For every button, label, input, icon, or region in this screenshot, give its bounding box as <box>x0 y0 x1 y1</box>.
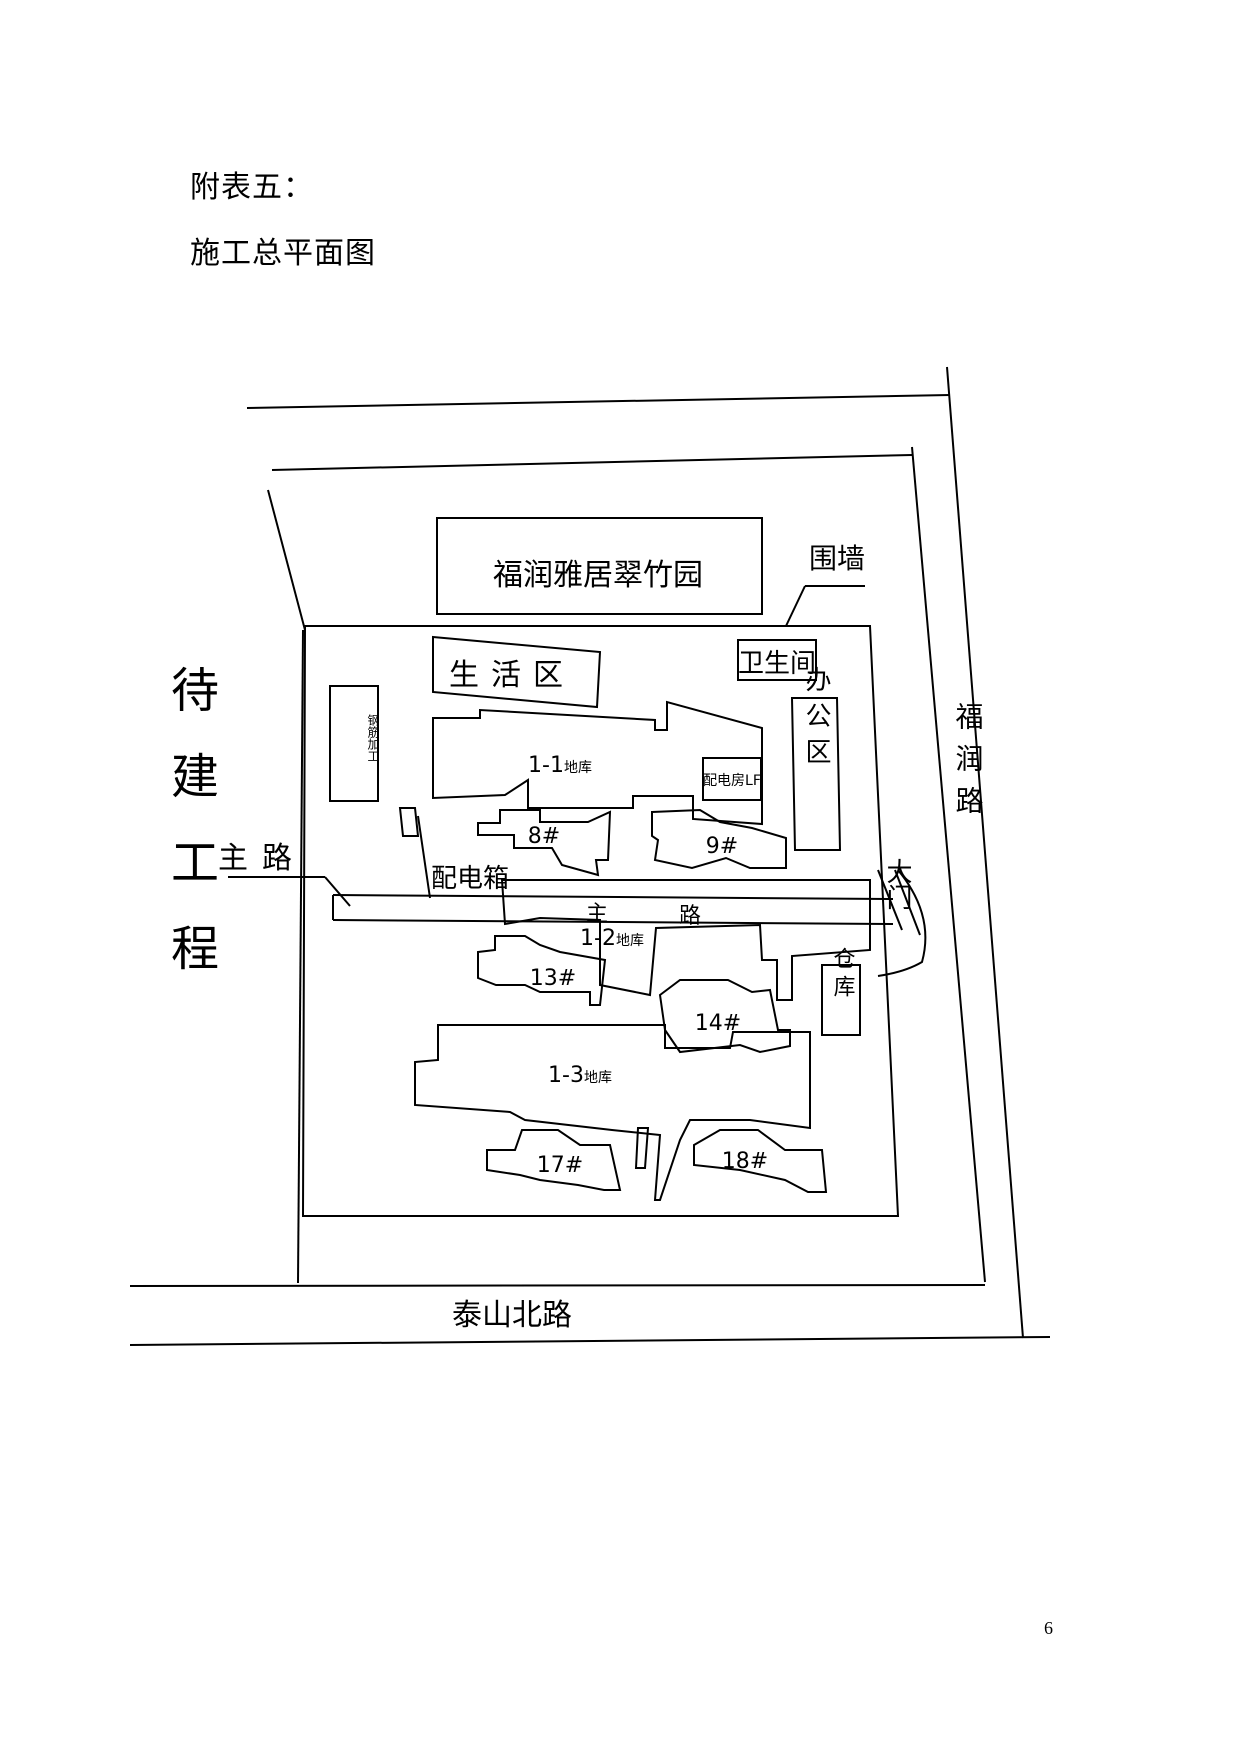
garage-1-2 <box>500 879 871 1001</box>
north-road-line-2 <box>271 454 913 471</box>
east-road-line-inner <box>911 446 986 1283</box>
building-17 <box>486 1129 622 1191</box>
building-13-label: 13# <box>530 966 576 991</box>
appendix-label: 附表五： <box>190 170 314 205</box>
internal-road-bottom <box>332 919 894 925</box>
main-road-leader-diag <box>324 876 351 907</box>
garage-1-1 <box>432 700 763 826</box>
garage-1-2-suffix: 地库 <box>616 933 644 949</box>
garage-1-2-number: 1-2 <box>580 926 616 951</box>
road-char-1: 主 <box>586 902 608 927</box>
internal-road-top <box>332 894 894 900</box>
building-18-label: 18# <box>722 1149 768 1174</box>
building-18 <box>693 1129 828 1193</box>
south-road-label: 泰山北路 <box>452 1298 572 1333</box>
rebar-label: 钢筋加工 <box>332 714 380 761</box>
office-block <box>790 697 842 851</box>
garage-1-3-label: 1-3地库 <box>548 1063 612 1088</box>
garage-separator <box>634 1127 650 1169</box>
neighbor-block <box>436 517 763 615</box>
building-8 <box>477 809 612 877</box>
wall-leader-line <box>785 585 806 627</box>
south-road-line-2 <box>129 1336 1051 1346</box>
drawing-title: 施工总平面图 <box>190 236 376 271</box>
living-label: 生活区 <box>449 658 575 693</box>
south-road-line-1 <box>129 1284 986 1287</box>
building-8-label: 8# <box>528 824 560 849</box>
page-number: 6 <box>1044 1618 1053 1638</box>
east-road-line-outer <box>946 366 1024 1339</box>
rebar-processing-yard <box>329 685 379 802</box>
toilet-label: 卫生间 <box>738 649 816 679</box>
building-14 <box>658 979 791 1054</box>
building-9-label: 9# <box>706 834 738 859</box>
garage-1-1-label: 1-1地库 <box>528 753 592 778</box>
power-box-label: 配电箱 <box>431 864 509 894</box>
rebar-label-text: 钢筋加工 <box>332 714 380 761</box>
west-boundary-diagonal <box>267 489 306 631</box>
west-boundary-vertical <box>297 629 304 1284</box>
power-box-leader <box>417 815 431 899</box>
pending-construction-label: 待建工程 <box>162 665 218 1009</box>
gate-line-1 <box>877 869 903 931</box>
toilet-block <box>737 639 817 681</box>
garage-1-1-number: 1-1 <box>528 753 564 778</box>
garage-1-1-suffix: 地库 <box>564 760 592 776</box>
garage-1-3 <box>414 1024 811 1201</box>
east-road-label: 福润路 <box>952 702 985 828</box>
power-box <box>398 807 420 837</box>
neighbor-label: 福润雅居翠竹园 <box>493 558 703 593</box>
main-road-left-label: 主路 <box>218 841 306 876</box>
power-room-label: 配电房LF <box>703 773 761 789</box>
office-label: 办公区 <box>801 666 831 774</box>
building-13 <box>477 935 607 1006</box>
north-road-line-1 <box>246 394 951 409</box>
warehouse-block <box>821 964 861 1036</box>
building-9 <box>651 808 787 870</box>
warehouse-label: 仓库 <box>830 947 856 1003</box>
garage-1-2-label: 1-2地库 <box>580 926 644 951</box>
gate-line-2 <box>894 869 921 936</box>
gate-arc <box>877 869 927 977</box>
building-17-label: 17# <box>537 1153 583 1178</box>
garage-1-3-suffix: 地库 <box>584 1070 612 1086</box>
power-room <box>702 757 762 801</box>
garage-1-3-number: 1-3 <box>548 1063 584 1088</box>
site-enclosure-wall <box>301 625 900 1217</box>
gate-label: 大门 <box>882 858 912 910</box>
wall-label: 围墙 <box>809 542 865 575</box>
living-zone <box>432 635 602 709</box>
road-char-2: 路 <box>679 904 701 929</box>
